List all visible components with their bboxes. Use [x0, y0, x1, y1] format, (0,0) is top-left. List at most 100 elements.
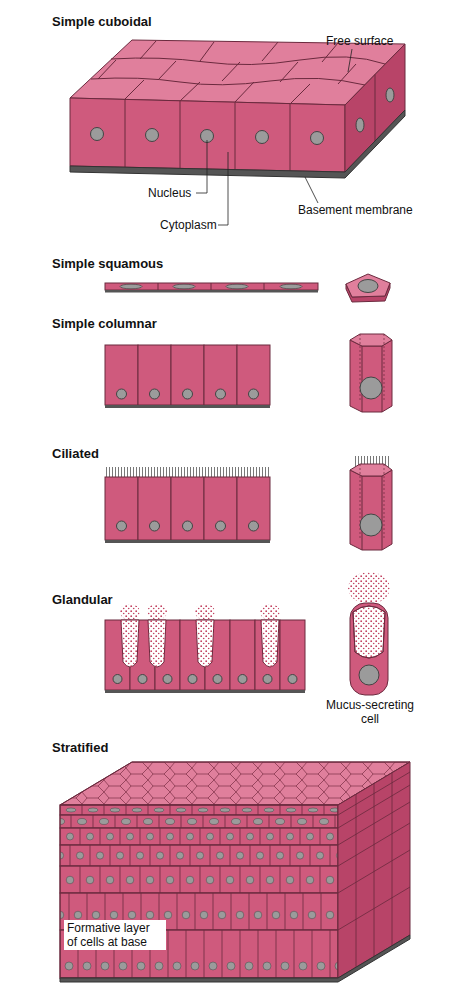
stratified-block-part-part	[374, 783, 375, 957]
glandular-layer-part-part	[238, 675, 247, 684]
columnar-layer-part	[138, 345, 171, 405]
squamous-layer-part	[158, 283, 159, 290]
cuboidal-block-part	[91, 78, 365, 85]
columnar-layer-part	[204, 345, 237, 405]
cuboidal-block-part	[70, 110, 405, 178]
ciliated-layer	[105, 467, 270, 543]
glandular-layer-part	[230, 620, 255, 690]
callout-label: Cytoplasm	[160, 218, 217, 232]
columnar-layer-part	[237, 345, 270, 405]
cuboidal-block-part	[290, 104, 291, 171]
columnar-layer-part	[105, 405, 270, 408]
glandular-layer-part	[121, 620, 279, 667]
glandular-layer-part-part	[261, 620, 279, 667]
ciliated-layer-part	[171, 477, 204, 540]
callout-label: Mucus-secreting cell	[318, 698, 422, 726]
mucus-secreting-cell-part	[353, 606, 385, 658]
ciliated-cell-part	[362, 476, 363, 550]
stratified-block-part	[60, 845, 338, 866]
squamous-layer-part-part	[280, 284, 302, 289]
ciliated-layer-part	[105, 477, 138, 540]
section-title: Simple columnar	[52, 316, 157, 331]
glandular-layer-part-part	[288, 675, 297, 684]
ciliated-layer-part-part	[249, 521, 259, 531]
glandular-layer-part-part	[196, 620, 214, 667]
squamous-cell-part	[346, 274, 390, 297]
glandular-layer-part	[120, 604, 280, 667]
section-title: Simple cuboidal	[52, 14, 152, 29]
glandular-layer-part-part	[148, 620, 166, 667]
squamous-layer-part	[211, 283, 212, 290]
mucus-secreting-cell	[348, 572, 390, 695]
columnar-cell-part	[362, 346, 363, 412]
ciliated-layer-part	[105, 467, 270, 477]
glandular-layer-part-part	[260, 604, 280, 620]
cuboidal-nuclei-part	[256, 131, 269, 144]
cuboidal-block-part	[345, 44, 405, 172]
glandular-layer-part-part	[147, 604, 167, 620]
leader-lines-part	[348, 49, 352, 72]
glandular-layer-part-part	[195, 604, 215, 620]
cuboidal-block-part	[111, 57, 385, 65]
section-title: Ciliated	[52, 446, 99, 461]
glandular-layer-part-part	[148, 620, 166, 667]
glandular-layer-part-part	[121, 620, 139, 667]
columnar-layer-part-part	[216, 389, 226, 399]
cuboidal-nuclei-part	[356, 118, 364, 132]
columnar-layer-part	[171, 345, 204, 405]
squamous-layer-part-part	[173, 284, 195, 289]
cuboidal-block	[70, 40, 405, 178]
cuboidal-nuclei-part	[146, 129, 159, 142]
callout-label: Nucleus	[148, 186, 191, 200]
ciliated-layer-part	[117, 521, 259, 531]
leader-lines-part	[218, 152, 228, 225]
stratified-block-part	[60, 805, 338, 815]
ciliated-layer-part	[105, 540, 270, 543]
cuboidal-nuclei-part	[91, 128, 104, 141]
cuboidal-block-part	[235, 103, 236, 170]
ciliated-cell-part	[360, 514, 382, 536]
section-title: Simple squamous	[52, 256, 163, 271]
columnar-layer-part-part	[117, 389, 127, 399]
ciliated-layer-part	[138, 477, 171, 540]
squamous-layer-part	[105, 283, 318, 290]
leader-lines-part	[196, 140, 207, 193]
glandular-layer-part	[255, 620, 280, 690]
columnar-cell-part	[384, 334, 385, 400]
glandular-layer-part-part	[163, 675, 172, 684]
glandular-layer-part-part	[213, 675, 222, 684]
columnar-cell-part	[350, 334, 392, 346]
glandular-layer-part-part	[196, 620, 214, 667]
callout-label: Basement membrane	[298, 203, 413, 217]
glandular-layer-part	[280, 620, 305, 690]
ciliated-layer-part-part	[150, 521, 160, 531]
columnar-layer-part	[117, 389, 259, 399]
squamous-layer-part-part	[226, 284, 248, 289]
ciliated-layer-part-part	[117, 521, 127, 531]
squamous-layer	[105, 283, 318, 293]
stratified-block-part	[60, 828, 338, 845]
squamous-layer-part	[264, 283, 265, 290]
mucus-secreting-cell-part	[348, 572, 390, 604]
stratified-block-part	[60, 815, 338, 828]
ciliated-cell	[350, 456, 392, 550]
cuboidal-block-part	[375, 75, 376, 142]
callout-label: Formative layer of cells at base	[64, 920, 166, 950]
stratified-block-part	[60, 805, 338, 978]
columnar-layer	[105, 345, 270, 408]
mucus-secreting-cell-part	[350, 603, 388, 695]
columnar-cell-part	[382, 346, 383, 412]
callout-label: Free surface	[326, 34, 393, 48]
squamous-layer-part	[120, 284, 302, 289]
ciliated-cell-part	[382, 476, 383, 550]
mucus-secreting-cell-part	[359, 665, 379, 685]
ciliated-cell-part	[384, 464, 385, 538]
glandular-layer-part	[113, 675, 297, 684]
section-title: Glandular	[52, 592, 113, 607]
section-title: Stratified	[52, 740, 108, 755]
glandular-layer-part-part	[120, 604, 140, 620]
ciliated-layer-part	[204, 477, 237, 540]
ciliated-cell-part	[350, 464, 392, 476]
